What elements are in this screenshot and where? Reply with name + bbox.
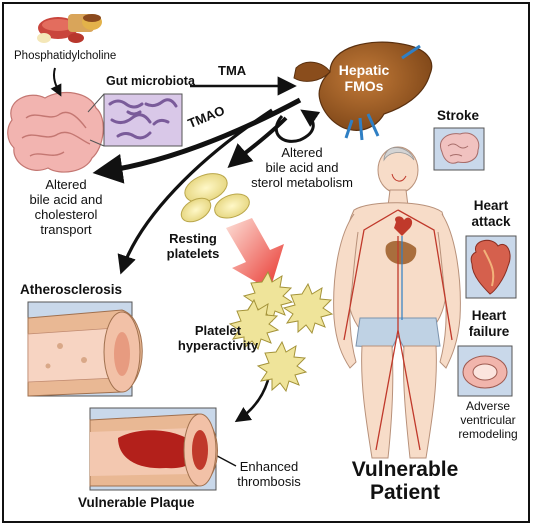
heart-failure-box (457, 345, 513, 397)
vulnerable-patient-line-2: Patient (369, 481, 440, 505)
vulnerable-patient-line-1: Vulnerable (351, 458, 459, 481)
altered-bile-gut-line-1: Altered (45, 177, 87, 192)
resting-platelets-label: Resting platelets (158, 231, 228, 262)
atherosclerosis-vessel (27, 301, 143, 397)
gut-microbiota-box (87, 93, 183, 147)
heart-attack-label: Heart attack (462, 198, 520, 229)
liver-illustration (293, 41, 433, 141)
hepatic-fmos-label: Hepatic FMOs (330, 62, 398, 94)
adverse-line-3: remodeling (458, 426, 518, 441)
activation-arrow (226, 218, 284, 290)
resting-platelets (180, 173, 250, 223)
altered-bile-liver-label: Altered bile acid and sterol metabolism (236, 145, 368, 191)
vulnerable-plaque-label: Vulnerable Plaque (78, 495, 195, 510)
tma-label: TMA (218, 63, 247, 78)
phosphatidylcholine-label: Phosphatidylcholine (14, 50, 117, 62)
patient-body (333, 146, 461, 459)
pathway-arrows (50, 67, 321, 467)
activated-platelets (228, 270, 334, 393)
stroke-brain-box (433, 127, 485, 171)
resting-platelets-line-2: platelets (166, 245, 220, 261)
altered-bile-gut-line-3: cholesterol (34, 206, 98, 222)
enhanced-thrombosis-line-1: Enhanced (239, 459, 299, 474)
vulnerable-patient-label: Vulnerable Patient (338, 458, 472, 504)
atherosclerosis-label: Atherosclerosis (20, 282, 123, 297)
gut-microbiota-label: Gut microbiota (106, 74, 195, 88)
adverse-line-2: ventricular (460, 412, 516, 427)
stroke-label: Stroke (437, 108, 480, 123)
adverse-remodeling-label: Adverse ventricular remodeling (450, 399, 526, 441)
altered-bile-gut-line-2: bile acid and (29, 191, 103, 207)
altered-bile-gut-line-4: transport (40, 221, 92, 237)
heart-attack-line-2: attack (471, 213, 511, 229)
figure-frame (2, 2, 530, 523)
intestine-illustration (7, 91, 104, 173)
food-illustration (37, 14, 102, 43)
resting-platelets-line-1: Resting (169, 231, 217, 246)
platelet-hyperactivity-line-2: hyperactivity (177, 337, 259, 353)
altered-bile-liver-line-3: sterol metabolism (251, 174, 353, 190)
heart-failure-label: Heart failure (458, 308, 520, 339)
heart-failure-line-2: failure (468, 323, 510, 339)
adverse-line-1: Adverse (465, 399, 511, 413)
altered-bile-gut-label: Altered bile acid and cholesterol transp… (12, 177, 120, 238)
heart-attack-line-1: Heart (473, 198, 509, 213)
platelet-hyperactivity-label: Platelet hyperactivity (168, 323, 268, 354)
platelet-hyperactivity-line-1: Platelet (194, 323, 242, 338)
enhanced-thrombosis-line-2: thrombosis (237, 473, 301, 489)
altered-bile-liver-line-1: Altered (281, 145, 323, 160)
heart-attack-box (465, 235, 517, 299)
altered-bile-liver-line-2: bile acid and (265, 159, 339, 175)
vulnerable-plaque-vessel (89, 407, 218, 491)
hepatic-fmos-line-2: FMOs (344, 78, 384, 95)
enhanced-thrombosis-label: Enhanced thrombosis (230, 459, 308, 490)
hepatic-fmos-line-1: Hepatic (338, 62, 390, 78)
heart-failure-line-1: Heart (471, 308, 507, 323)
